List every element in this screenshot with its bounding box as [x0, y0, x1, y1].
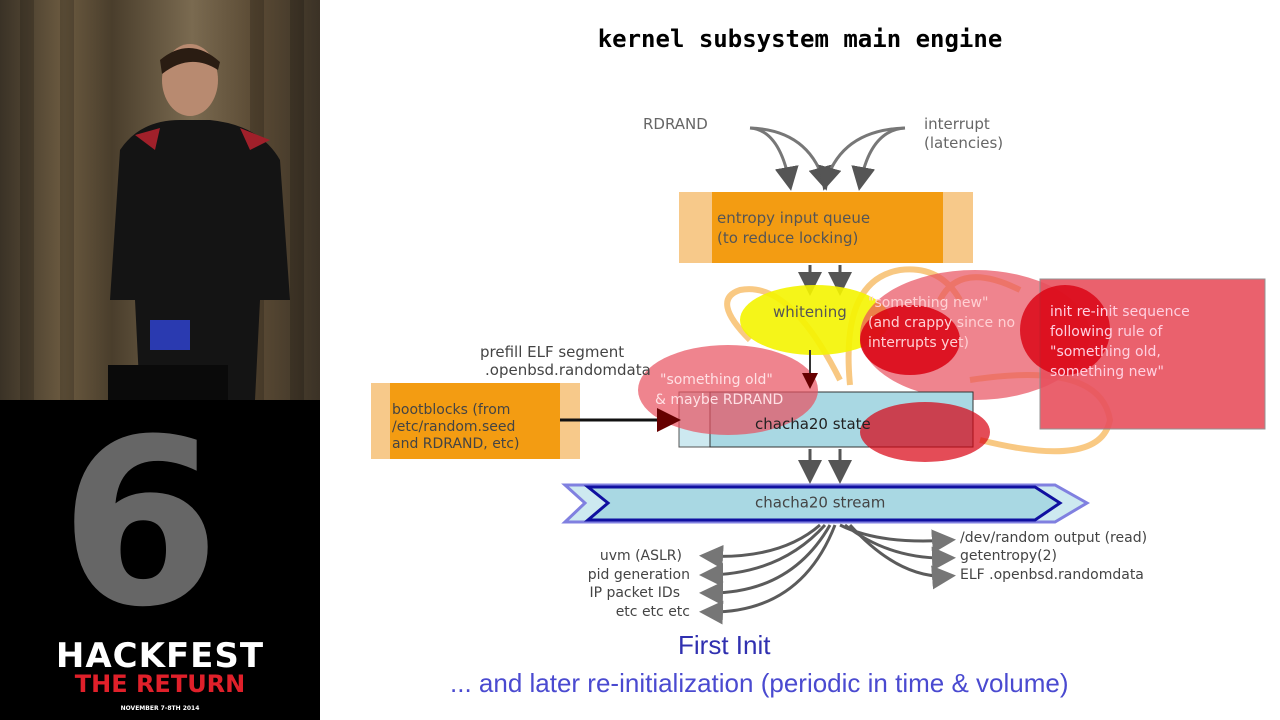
slide-footer: ... and later re-initialization (periodi…	[450, 668, 1069, 698]
interrupt-label: interrupt(latencies)	[924, 115, 1003, 152]
source-arrows	[749, 126, 906, 191]
prefill-label: prefill ELF segment.openbsd.randomdata	[480, 343, 651, 379]
presentation-slide: kernel subsystem main engine RDRAND inte…	[320, 0, 1280, 720]
slide-title: kernel subsystem main engine	[597, 25, 1003, 53]
rdrand-label: RDRAND	[643, 115, 708, 133]
logo-subtitle: THE RETURN	[74, 670, 246, 698]
whitening-node	[740, 285, 890, 355]
something-old-label: "something old"& maybe RDRAND	[655, 372, 783, 408]
svg-text:uvm (ASLR): uvm (ASLR)	[600, 548, 682, 564]
chacha20-stream-label: chacha20 stream	[755, 494, 885, 512]
consumers-left: uvm (ASLR) pid generation IP packet IDs …	[588, 548, 690, 620]
svg-text:pid generation: pid generation	[588, 567, 690, 583]
svg-text:getentropy(2): getentropy(2)	[960, 548, 1057, 564]
logo-title: HACKFEST	[55, 636, 265, 676]
logo-numeral: 6	[60, 400, 221, 658]
speaker-video	[0, 0, 320, 400]
consumers-right: /dev/random output (read) getentropy(2) …	[960, 530, 1147, 583]
svg-text:ELF .openbsd.randomdata: ELF .openbsd.randomdata	[960, 567, 1144, 583]
bootblocks-box	[390, 383, 560, 459]
svg-text:etc etc etc: etc etc etc	[616, 604, 690, 620]
whitening-label: whitening	[773, 303, 847, 321]
svg-text:/dev/random output (read): /dev/random output (read)	[960, 530, 1147, 546]
something-old-node	[638, 345, 818, 435]
chacha20-state-label: chacha20 state	[755, 415, 871, 433]
logo-dates: NOVEMBER 7-8TH 2014	[120, 705, 200, 712]
entropy-queue-box	[712, 192, 943, 263]
output-arrows	[699, 523, 956, 625]
entropy-diagram: RDRAND interrupt(latencies) entropy inpu…	[371, 115, 1266, 625]
svg-text:IP packet IDs: IP packet IDs	[589, 585, 680, 601]
event-logo: 6 HACKFEST THE RETURN NOVEMBER 7-8TH 201…	[0, 400, 320, 720]
speaker-figure	[110, 44, 290, 400]
svg-text:entropy input queue(to reduce: entropy input queue(to reduce locking)	[717, 209, 870, 247]
slide-footer-overlay: First Init	[678, 630, 771, 660]
